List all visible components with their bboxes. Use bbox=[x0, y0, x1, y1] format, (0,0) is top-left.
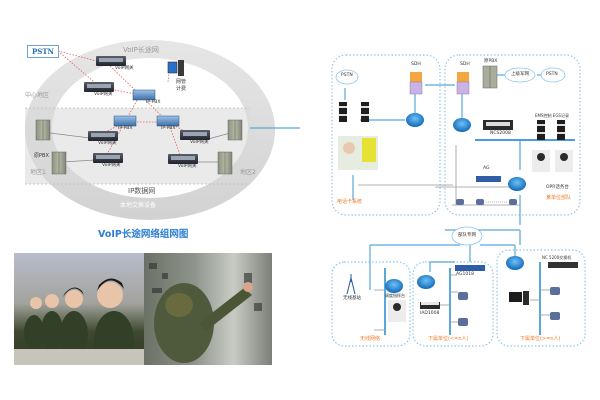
original-pbx-label: 原PBX bbox=[34, 153, 49, 159]
billing-label-1: 网管 bbox=[176, 79, 187, 85]
diagram-caption: VoIP长途网络组网图 bbox=[98, 229, 189, 240]
army-network-label: 部队专网 bbox=[458, 233, 476, 238]
voip-gateway-4 bbox=[93, 153, 123, 163]
sdh-device-1 bbox=[409, 72, 423, 95]
opr-label: OPR话务台 bbox=[546, 185, 569, 190]
gateway-label: VoIP网关 bbox=[94, 92, 113, 97]
pstn-cloud-right bbox=[540, 67, 566, 83]
voip-gateway-1 bbox=[96, 56, 126, 66]
sdh-device-2 bbox=[456, 72, 470, 95]
voip-network-diagram bbox=[25, 40, 300, 220]
nc5200-label: NC 5200交换机 bbox=[542, 255, 572, 260]
voip-long-distance-label: VoIP长途网 bbox=[123, 46, 159, 54]
opr-operator-photo-1 bbox=[532, 150, 550, 172]
center-region-label: 中心地区 bbox=[25, 92, 50, 99]
voip-gateway-3 bbox=[88, 131, 118, 141]
billing-computer-icon bbox=[167, 60, 184, 76]
ems-egs-label: EMS控制 EGS记录 bbox=[535, 113, 569, 118]
military-network-diagram bbox=[331, 54, 586, 347]
voip-gateway-6 bbox=[168, 154, 198, 164]
region1-label: 地区1 bbox=[30, 169, 46, 176]
billing-label-2: 计费 bbox=[176, 86, 187, 92]
dispatch-zone-label: 某单位部队 bbox=[546, 195, 572, 201]
subunit2-zone-label: 下属单位(>=n人) bbox=[520, 336, 561, 342]
ag-label: AG bbox=[483, 166, 490, 171]
switch-rack-1 bbox=[339, 102, 347, 122]
ip-pbx-label: IP-PBX bbox=[118, 126, 133, 131]
ip-pbx-label: IP-PBX bbox=[161, 126, 176, 131]
army-network-cloud bbox=[451, 226, 483, 246]
router-3 bbox=[508, 177, 526, 191]
original-pbx-right-1 bbox=[227, 119, 243, 141]
original-pbx-label-right: 原PBX bbox=[484, 59, 498, 64]
phone-system-zone bbox=[331, 54, 441, 216]
gateway-label: VoIP网关 bbox=[102, 163, 121, 168]
ag-device bbox=[476, 176, 501, 182]
operators-photo bbox=[14, 253, 144, 365]
router-2 bbox=[453, 118, 471, 132]
router-5 bbox=[417, 275, 435, 289]
local-exchange-label: 本地交换设备 bbox=[120, 202, 157, 209]
pstn-label: PSTN bbox=[27, 45, 59, 58]
dispatch-console-label: 调度指挥台 bbox=[385, 293, 405, 298]
upper-network-label: 上级军网 bbox=[511, 72, 529, 77]
original-pbx-cabinet bbox=[482, 65, 498, 89]
pstn-label-left: PSTN bbox=[341, 73, 353, 78]
switch-rack-2 bbox=[361, 102, 369, 122]
ip-phones bbox=[456, 199, 560, 326]
nc5200-device bbox=[548, 262, 578, 268]
voip-gateway-5 bbox=[180, 130, 210, 140]
original-pbx-right-2 bbox=[217, 151, 233, 175]
ip-pbx-1 bbox=[132, 89, 156, 101]
dispatch-operator-photo bbox=[388, 300, 406, 322]
dispatch-zone bbox=[444, 54, 581, 216]
phone-system-label: 电话卡系统 bbox=[337, 199, 363, 205]
iad1008-label: IAD1008 bbox=[420, 311, 440, 316]
gateway-label: VoIP网关 bbox=[178, 164, 197, 169]
router-1 bbox=[406, 113, 424, 127]
phone-card-photo bbox=[338, 136, 378, 170]
router-6 bbox=[506, 256, 524, 270]
wireless-antenna-icon bbox=[346, 274, 356, 295]
upper-network-cloud bbox=[504, 67, 536, 83]
region2-label: 地区2 bbox=[240, 169, 256, 176]
ip-pbx-3 bbox=[156, 115, 180, 127]
voip-gateway-2 bbox=[84, 82, 114, 92]
ncs2008-device bbox=[483, 120, 513, 130]
gateway-label: VoIP网关 bbox=[190, 140, 209, 145]
ncs2008-label: NCS2008 bbox=[490, 131, 511, 136]
gateway-label: VoIP网关 bbox=[115, 66, 134, 71]
ag1018-device bbox=[455, 265, 485, 271]
original-pbx-left-1 bbox=[35, 119, 51, 141]
pstn-cloud-left bbox=[335, 69, 359, 85]
pstn-label-right: PSTN bbox=[546, 72, 558, 77]
ip-pbx-2 bbox=[113, 115, 137, 127]
iad1008-device bbox=[420, 302, 440, 309]
sdh-label-2: SDH bbox=[460, 62, 470, 67]
router-4 bbox=[385, 279, 403, 293]
wireless-zone-label: 无线网络 bbox=[360, 336, 381, 342]
switch-rack-3 bbox=[537, 120, 545, 140]
subunit2-zone bbox=[496, 249, 586, 347]
base-station-label: 无线基站 bbox=[343, 296, 361, 301]
opr-operator-photo-2 bbox=[555, 150, 573, 172]
switch-rack-4 bbox=[557, 120, 565, 140]
soldier-equipment-photo bbox=[144, 253, 272, 365]
ip-data-net-label: IP数据网 bbox=[128, 187, 156, 195]
ag1018-label: AG1018 bbox=[456, 272, 474, 277]
wireless-zone bbox=[331, 261, 411, 347]
sdh-label-1: SDH bbox=[411, 62, 421, 67]
gateway-label: VoIP网关 bbox=[98, 141, 117, 146]
ip-pbx-label: IP-PBX bbox=[146, 100, 161, 105]
original-pbx-left-2 bbox=[51, 151, 67, 175]
subunit1-zone-label: 下属单位(<=n人) bbox=[428, 336, 469, 342]
desktop-computer-icon bbox=[509, 291, 529, 305]
